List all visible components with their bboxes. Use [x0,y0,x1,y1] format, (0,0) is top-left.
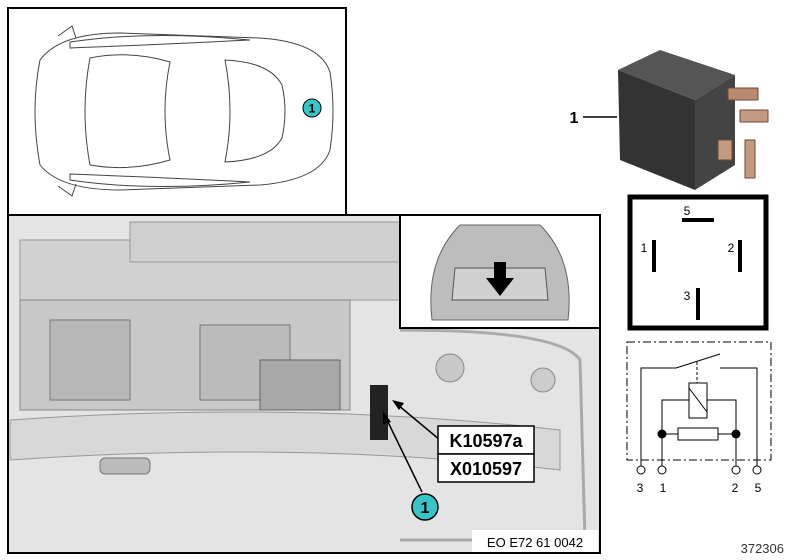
circuit-diagram [626,341,772,475]
svg-text:3: 3 [637,481,644,495]
trunk-photo [9,221,587,542]
svg-text:3: 3 [684,289,691,303]
car-top-view-panel: 1 [7,7,347,216]
svg-text:5: 5 [755,481,762,495]
down-arrow-icon [486,262,514,296]
pin-layout-diagram: 5 1 2 3 [627,194,769,331]
drawing-code: EO E72 61 0042 [487,535,583,550]
part-label: 1 [570,110,579,127]
svg-text:1: 1 [421,500,430,517]
svg-text:2: 2 [728,241,735,255]
car-top-view-icon [34,25,334,197]
trunk-photo-panel: K10597a X010597 1 EO E72 61 0042 [7,214,601,554]
leader-line-relay [397,404,441,441]
callout-badge-trunk: 1 [411,493,439,521]
svg-text:K10597a: K10597a [449,431,523,451]
image-number: 372306 [741,541,784,556]
svg-text:1: 1 [660,481,667,495]
svg-text:1: 1 [641,241,648,255]
trunk-location-inset [399,214,601,329]
svg-text:1: 1 [309,102,316,116]
svg-text:X010597: X010597 [450,459,522,479]
svg-text:2: 2 [732,481,739,495]
callout-badge-car: 1 [302,98,322,118]
leader-line-callout [385,417,423,493]
svg-text:5: 5 [684,204,691,218]
relay-photo: 1 [570,50,769,190]
connector-label-box: K10597a X010597 [437,425,535,483]
